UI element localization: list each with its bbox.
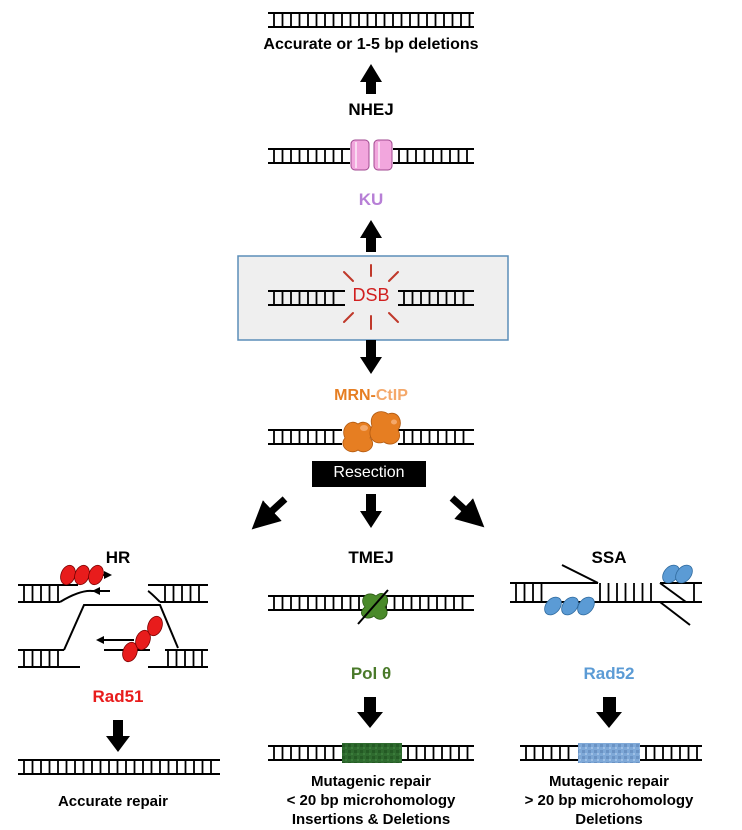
- mrn-ctip-label: MRN-CtIP: [296, 387, 446, 405]
- branch-arrows: [251, 494, 485, 530]
- ssa-intermediate: [510, 564, 702, 626]
- hr-intermediate: [18, 584, 208, 668]
- hr-down-arrow: [106, 720, 130, 752]
- ssa-outcome-line1: Mutagenic repair: [548, 773, 670, 790]
- dna-ssa-product-right: [640, 745, 702, 761]
- tmej-pathway-label: TMEJ: [348, 548, 394, 567]
- dna-tmej-product-right: [402, 745, 474, 761]
- tmej-outcome-line2: < 20 bp microhomology: [286, 792, 456, 809]
- mrn-label: MRN: [334, 387, 371, 404]
- ku-label: KU: [358, 190, 384, 209]
- dna-tmej-left: [268, 595, 365, 611]
- dna-ladders: [18, 12, 702, 775]
- dsb-break-rays: [343, 264, 399, 330]
- pol-theta-label: Pol θ: [350, 664, 392, 683]
- nhej-pathway-label: NHEJ: [348, 100, 394, 119]
- pol-theta-protein: [357, 589, 389, 625]
- tmej-outcome-line3: Insertions & Deletions: [291, 811, 451, 828]
- hr-outcome-label: Accurate repair: [57, 793, 169, 810]
- rad51-filament: [60, 564, 163, 663]
- ctip-label: CtIP: [375, 387, 408, 404]
- nhej-outcome-label: Accurate or 1-5 bp deletions: [263, 36, 479, 53]
- dna-mrn-left: [268, 429, 342, 445]
- dna-hr-product: [18, 759, 220, 775]
- ku-protein: [350, 139, 393, 171]
- hr-pathway-label: HR: [105, 548, 131, 567]
- ssa-pathway-label: SSA: [591, 548, 627, 567]
- dna-tmej-product-left: [268, 745, 342, 761]
- ssa-outcome-line3: Deletions: [575, 811, 643, 828]
- mrn-ctip-complex: [342, 411, 401, 453]
- dna-nhej-right: [393, 148, 474, 164]
- dna-mrn-right: [398, 429, 474, 445]
- dsb-label: DSB: [352, 285, 390, 305]
- resection-label: Resection: [333, 464, 405, 481]
- tmej-repair-patch: [342, 743, 402, 763]
- tmej-outcome-line1: Mutagenic repair: [310, 773, 432, 790]
- ssa-down-arrow: [596, 697, 622, 728]
- dna-top-product: [268, 12, 474, 28]
- hr-rungs: [23, 583, 695, 667]
- dna-ssa-product-left: [520, 745, 578, 761]
- ssa-repair-patch: [578, 743, 640, 763]
- dna-tmej-right: [380, 595, 474, 611]
- rad52-proteins: [544, 564, 693, 616]
- resection-box: [312, 461, 426, 487]
- mrn-ctip-separator: -: [370, 387, 376, 404]
- rad51-label: Rad51: [92, 687, 144, 706]
- tmej-down-arrow: [357, 697, 383, 728]
- dna-nhej-left: [268, 148, 350, 164]
- dna-dsb-left: [268, 290, 345, 306]
- rad52-label: Rad52: [583, 664, 635, 683]
- ssa-outcome-line2: > 20 bp microhomology: [524, 792, 694, 809]
- dna-dsb-right: [398, 290, 474, 306]
- main-arrows: [360, 64, 382, 374]
